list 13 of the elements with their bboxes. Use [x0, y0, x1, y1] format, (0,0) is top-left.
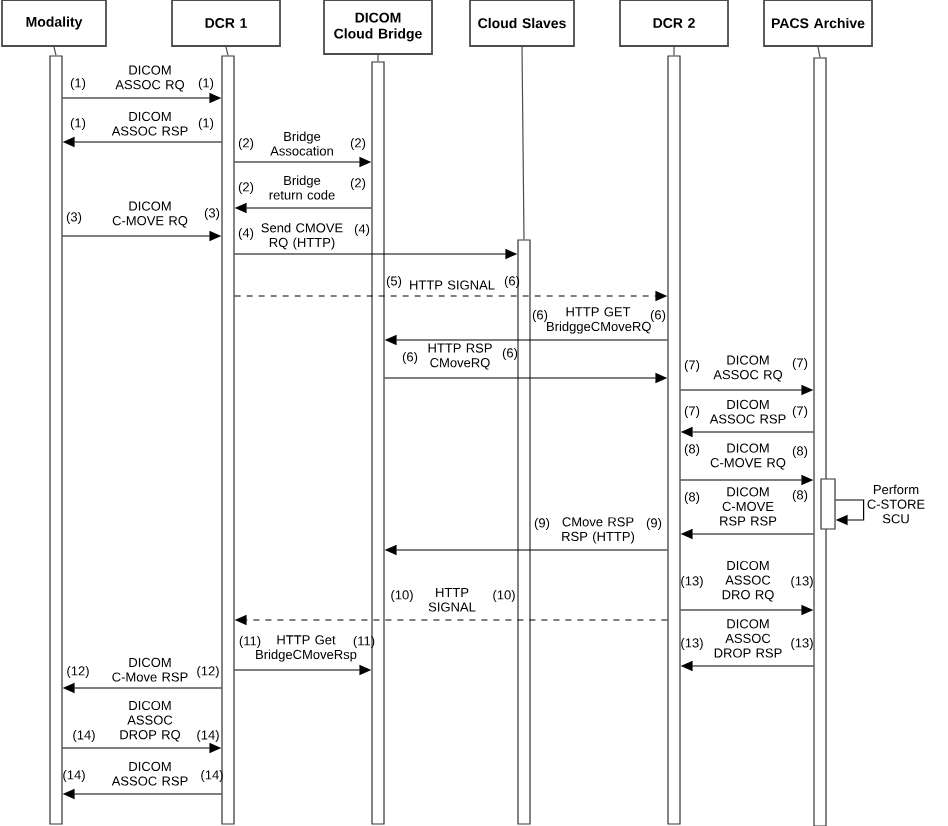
lifeline — [53, 46, 57, 56]
activation-bar — [49, 55, 63, 825]
activation-bar — [667, 55, 681, 825]
lifeline — [817, 46, 821, 58]
lifeline — [673, 46, 675, 56]
activation-box — [820, 478, 836, 530]
activation-bar — [371, 61, 385, 825]
activation-bar — [517, 239, 531, 825]
lifeline — [225, 46, 229, 56]
activation-bar — [221, 55, 235, 825]
lifeline — [377, 54, 379, 62]
lifeline — [521, 46, 525, 240]
self-arrow — [835, 499, 865, 526]
